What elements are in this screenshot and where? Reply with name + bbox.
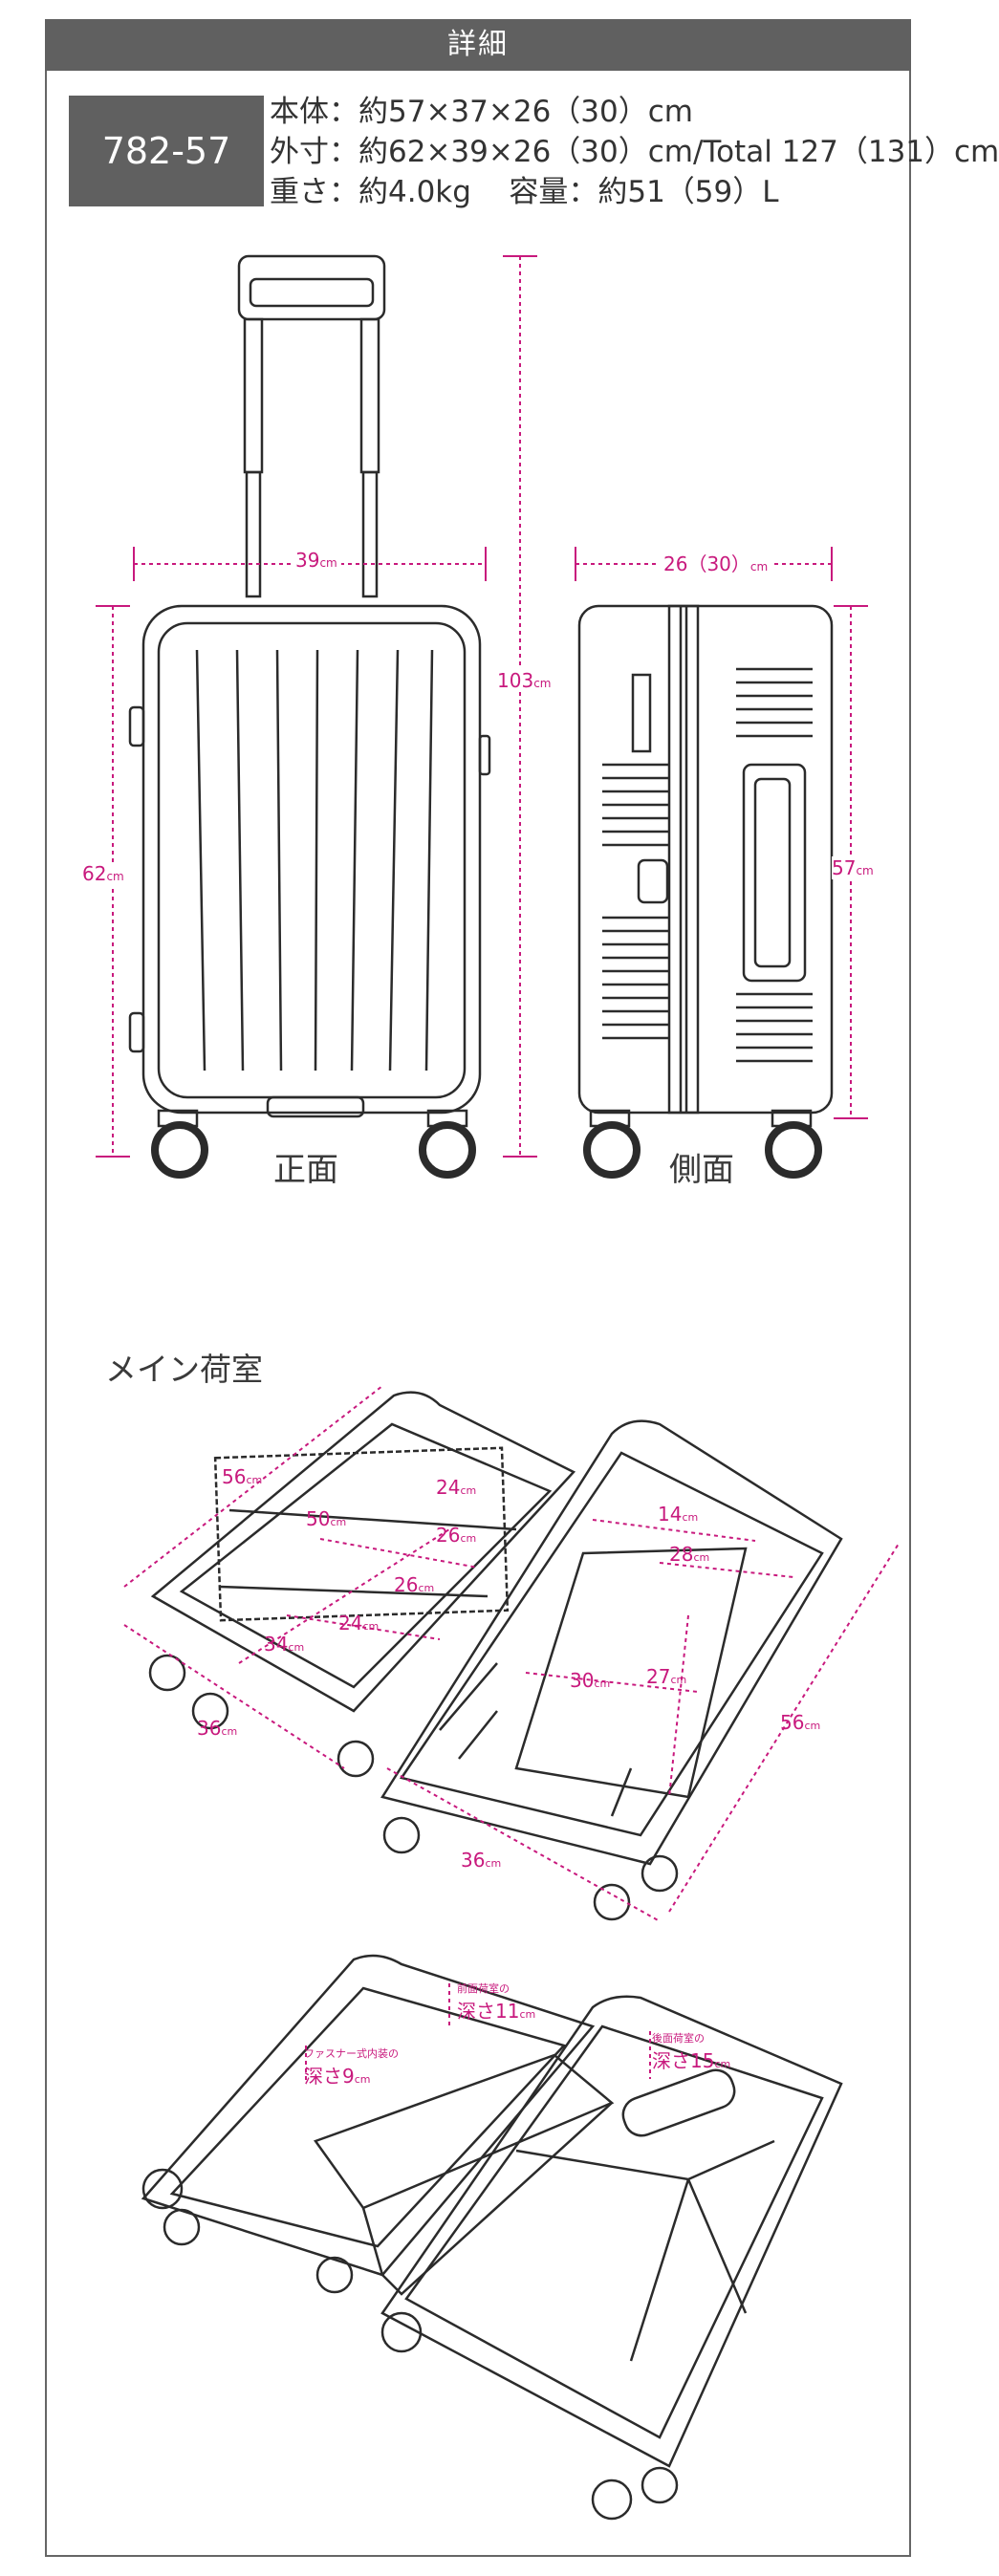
spec-weight-capacity: 重さ：約4.0kg 容量：約51（59）L — [270, 172, 999, 212]
depth-front-pocket-label: 前面荷室の — [457, 1982, 510, 1995]
spec-outer-size: 外寸：約62×39×26（30）cm/Total 127（131）cm — [270, 135, 999, 169]
dim-27: 27cm — [646, 1665, 687, 1688]
open-suitcase-diagram — [123, 1385, 900, 1922]
depth-zipper-label: ファスナー式内装の — [304, 2047, 399, 2060]
spec-weight: 重さ：約4.0kg — [270, 175, 471, 209]
main-compartment-title: メイン荷室 — [105, 1351, 263, 1388]
dim-14: 14cm — [658, 1503, 699, 1526]
depth-front-pocket: 前面荷室の 深さ11cm — [457, 1981, 535, 2024]
dim-24-lower: 24cm — [338, 1612, 380, 1634]
depth-zipper-value: 深さ9cm — [304, 2065, 371, 2088]
spec-capacity: 容量：約51（59）L — [509, 175, 779, 209]
spec-body-size: 本体：約57×37×26（30）cm — [270, 95, 693, 129]
side-view-caption: 側面 — [669, 1151, 734, 1189]
depth-rear-value: 深さ15cm — [652, 2049, 731, 2072]
suitcase-views-diagram — [96, 254, 868, 1179]
side-ribs-upper — [602, 667, 813, 1063]
dim-34: 34cm — [264, 1633, 305, 1656]
dim-24-upper: 24cm — [436, 1476, 477, 1499]
dim-56-left: 56cm — [222, 1465, 263, 1488]
dim-front-width: 39cm — [292, 549, 341, 572]
page-title: 詳細 — [45, 19, 911, 71]
open-suitcase-depth-diagram — [141, 1954, 843, 2521]
dim-front-height: 62cm — [82, 862, 124, 885]
depth-rear: 後面荷室の 深さ15cm — [652, 2030, 730, 2073]
dim-26-upper: 26cm — [436, 1524, 477, 1547]
depth-front-pocket-value: 深さ11cm — [457, 2000, 536, 2023]
dim-30: 30cm — [570, 1669, 611, 1692]
dim-front-total-height: 103cm — [497, 669, 552, 692]
depth-rear-label: 後面荷室の — [652, 2032, 705, 2045]
spec-list: 本体：約57×37×26（30）cm 外寸：約62×39×26（30）cm/To… — [270, 92, 999, 212]
side-suitcase-drawing — [577, 604, 834, 1179]
dim-26-lower: 26cm — [394, 1573, 435, 1596]
detail-page: 詳細 782-57 本体：約57×37×26（30）cm 外寸：約62×39×2… — [45, 19, 999, 2557]
dim-side-height: 57cm — [832, 856, 874, 879]
dim-50: 50cm — [306, 1507, 347, 1530]
dim-56-right: 56cm — [780, 1711, 821, 1734]
depth-zipper: ファスナー式内装の 深さ9cm — [304, 2046, 399, 2089]
dim-side-depth: 26（30）cm — [660, 549, 772, 576]
dim-36-bottom: 36cm — [461, 1849, 502, 1872]
model-badge: 782-57 — [69, 96, 264, 206]
front-view-caption: 正面 — [273, 1151, 338, 1189]
dim-36-left: 36cm — [197, 1717, 238, 1740]
front-suitcase-drawing — [128, 254, 491, 1179]
dim-28: 28cm — [669, 1543, 710, 1566]
